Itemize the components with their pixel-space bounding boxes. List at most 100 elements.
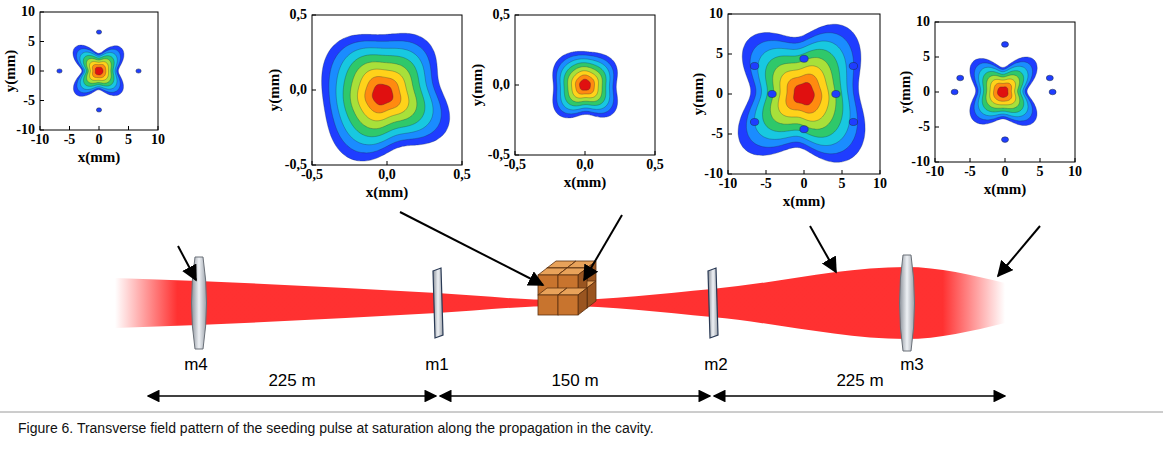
tick	[40, 71, 44, 72]
axis-label: -0,5	[504, 158, 526, 172]
leader-arrow	[584, 215, 622, 280]
contour-level	[993, 83, 1011, 101]
tick	[40, 126, 41, 130]
side-lobe	[1002, 42, 1009, 48]
tick	[40, 12, 44, 13]
axis-label: -5	[23, 94, 35, 108]
axis-label: 150 m	[551, 372, 598, 389]
curved-mirror	[192, 257, 207, 349]
axis-label: m1	[425, 356, 449, 373]
axis-label: y(mm)	[267, 69, 282, 111]
contour-level	[755, 41, 850, 145]
axis-label: 10	[916, 15, 930, 29]
axis-label: y(mm)	[3, 50, 18, 92]
axis-label: -5	[964, 165, 976, 179]
contour-level	[746, 33, 857, 154]
axis-label: y(mm)	[898, 71, 913, 113]
tick	[312, 90, 316, 91]
contour-level	[571, 71, 598, 98]
contour-level	[986, 75, 1020, 109]
tick	[462, 161, 463, 165]
axis-label: 0	[923, 85, 930, 99]
contour-level	[579, 79, 590, 90]
dimension-arrow	[148, 395, 436, 397]
axis-label: x(mm)	[783, 194, 825, 209]
tick	[312, 165, 316, 166]
leader-arrows	[178, 212, 1040, 285]
contour-level	[350, 62, 417, 129]
contour-level	[86, 59, 111, 84]
tick	[804, 170, 805, 174]
side-lobe	[96, 108, 101, 112]
axis-label: 225 m	[268, 372, 315, 389]
side-lobe	[96, 30, 101, 34]
tick	[728, 134, 732, 135]
tick	[40, 130, 44, 131]
axis-label: 5	[28, 35, 35, 49]
contour-plot	[728, 14, 880, 174]
axis-label: 0,0	[493, 78, 511, 92]
leader-arrow	[810, 226, 836, 272]
axis-label: 10	[151, 133, 165, 147]
contour-level	[77, 49, 121, 93]
tick	[69, 126, 70, 130]
tick	[312, 161, 313, 165]
tick	[1075, 158, 1076, 162]
dimension-arrows	[148, 395, 1005, 397]
contour-level	[778, 66, 829, 121]
contour-level	[770, 58, 836, 130]
axis-label: x(mm)	[984, 182, 1026, 197]
axis-label: -10	[31, 133, 50, 147]
curved-mirror	[900, 255, 915, 351]
tick	[880, 170, 881, 174]
tick	[935, 22, 939, 23]
axis-label: 0	[96, 133, 103, 147]
contour-level	[556, 55, 613, 114]
tick	[99, 126, 100, 130]
flat-mirror	[708, 268, 718, 338]
axis-label: 10	[709, 7, 723, 21]
tick	[728, 94, 732, 95]
side-lobe	[849, 118, 857, 125]
axis-label: 0	[28, 64, 35, 78]
contour-level	[357, 69, 408, 121]
axis-label: -5	[711, 127, 723, 141]
tick	[728, 14, 732, 15]
side-lobe	[750, 62, 758, 69]
side-lobe	[1046, 75, 1053, 81]
plot-frame	[40, 12, 158, 130]
contour-level	[322, 33, 450, 161]
laser-beam	[115, 267, 1005, 339]
axis-label: 0	[1002, 165, 1009, 179]
side-lobe	[136, 69, 141, 73]
tick	[515, 155, 519, 156]
tick	[515, 85, 519, 86]
axis-label: 0,5	[646, 158, 664, 172]
contour-level	[553, 51, 618, 118]
tick	[728, 54, 732, 55]
axis-label: m4	[184, 356, 208, 373]
contour-level	[970, 57, 1037, 126]
tick	[842, 170, 843, 174]
contour-level	[343, 55, 425, 137]
side-lobe	[832, 90, 840, 97]
contour-level	[997, 87, 1008, 98]
tick	[585, 151, 586, 155]
side-lobe	[1002, 137, 1009, 143]
contour-level	[560, 59, 610, 110]
axis-label: 0,5	[453, 168, 471, 182]
axis-label: 10	[873, 177, 887, 191]
side-lobe	[57, 69, 62, 73]
axis-label: 0	[801, 177, 808, 191]
contour-level	[786, 74, 822, 113]
tick	[935, 127, 939, 128]
axis-label: m2	[704, 356, 728, 373]
contour-plot	[935, 22, 1075, 162]
axis-label: x(mm)	[564, 175, 606, 190]
tick	[1040, 158, 1041, 162]
tick	[766, 170, 767, 174]
contour-level	[978, 66, 1028, 116]
tick	[1005, 158, 1006, 162]
tick	[515, 15, 519, 16]
